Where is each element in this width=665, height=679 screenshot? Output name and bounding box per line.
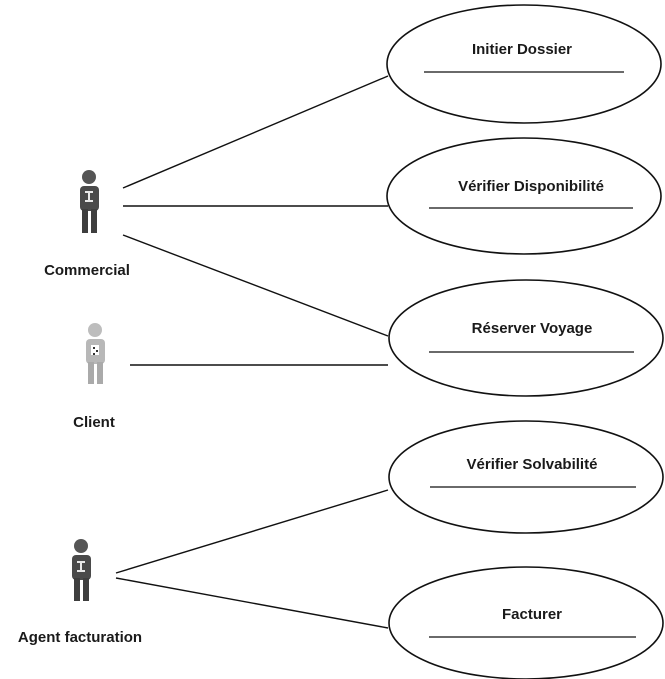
- use-case-label: Facturer: [502, 606, 562, 623]
- actor-agent-facturation[interactable]: Agent facturation: [18, 539, 142, 646]
- actor-label: Agent facturation: [18, 629, 142, 646]
- actor-commercial[interactable]: Commercial: [44, 170, 130, 279]
- use-case-verifier-disponibilite[interactable]: Vérifier Disponibilité: [386, 137, 662, 255]
- use-case-initier-dossier[interactable]: Initier Dossier: [386, 4, 662, 124]
- use-case-reserver-voyage[interactable]: Réserver Voyage: [388, 279, 664, 397]
- use-case-ellipse: [388, 420, 664, 534]
- actor-figure-icon: [72, 539, 91, 601]
- association-commercial-reserver-voyage: [122, 234, 389, 337]
- use-case-facturer[interactable]: Facturer: [388, 566, 664, 679]
- actor-label: Client: [73, 414, 115, 431]
- actor-client[interactable]: Client: [73, 323, 115, 431]
- use-case-ellipse: [388, 279, 664, 397]
- use-case-ellipse: [388, 566, 664, 679]
- association-agent-verifier-solvabilite: [115, 489, 389, 574]
- association-agent-facturer: [115, 577, 389, 629]
- use-case-verifier-solvabilite[interactable]: Vérifier Solvabilité: [388, 420, 664, 534]
- use-case-label: Réserver Voyage: [472, 320, 593, 337]
- use-case-label: Vérifier Solvabilité: [467, 456, 598, 473]
- associations: [115, 75, 389, 629]
- actor-figure-icon: [86, 323, 105, 384]
- actor-figure-icon: [80, 170, 99, 233]
- association-commercial-initier-dossier: [122, 75, 389, 189]
- actor-label: Commercial: [44, 262, 130, 279]
- use-case-label: Initier Dossier: [472, 41, 572, 58]
- use-case-label: Vérifier Disponibilité: [458, 178, 604, 195]
- use-case-ellipse: [386, 137, 662, 255]
- use-case-ellipse: [386, 4, 662, 124]
